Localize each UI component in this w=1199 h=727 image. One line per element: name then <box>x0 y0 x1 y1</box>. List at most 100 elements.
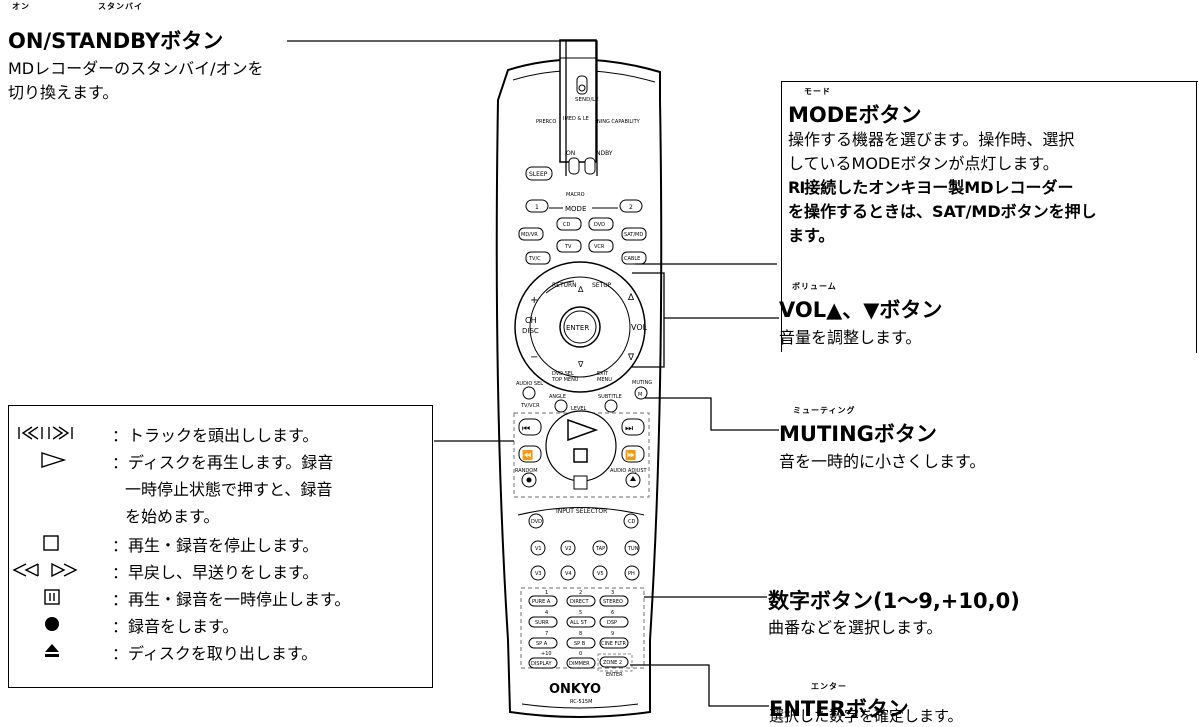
svg-text:CD: CD <box>628 519 635 525</box>
svg-text:ANGLE: ANGLE <box>549 394 566 400</box>
svg-text:ON: ON <box>566 150 575 157</box>
svg-text:TAP: TAP <box>595 546 605 552</box>
svg-text:AUDIO ADJUST: AUDIO ADJUST <box>610 468 648 474</box>
svg-text:9: 9 <box>611 631 614 637</box>
svg-text:DISPLAY: DISPLAY <box>531 661 552 667</box>
legend-row: ：再生・録音を停止します。 <box>9 530 419 556</box>
vol-ruby: ボリューム <box>792 282 837 291</box>
svg-text:NING CAPABILITY: NING CAPABILITY <box>597 119 641 125</box>
svg-text:V5: V5 <box>597 571 604 577</box>
muting-title: MUTINGボタン <box>779 422 937 446</box>
svg-text:M: M <box>638 392 642 398</box>
svg-text:SUBTITLE: SUBTITLE <box>598 394 622 400</box>
svg-text:DSP: DSP <box>607 620 617 626</box>
number-buttons[interactable]: 1 2 3 PURE A DIRECT STEREO 4 5 6 SURR AL… <box>528 590 629 669</box>
svg-text:IMED & LE: IMED & LE <box>563 116 589 122</box>
svg-text:∇: ∇ <box>627 353 635 363</box>
svg-text:TUN: TUN <box>627 546 639 552</box>
svg-text:V2: V2 <box>565 546 572 552</box>
svg-text:RC-515M: RC-515M <box>570 699 592 705</box>
svg-text:⏪: ⏪ <box>522 449 533 461</box>
on-standby-desc-1: MDレコーダーのスタンバイ/オンを <box>8 59 264 78</box>
input-selector-buttons[interactable]: DVD CD V1 V2 TAP TUN V3 V4 V5 PH <box>528 513 640 581</box>
svg-text:CINE FLTR: CINE FLTR <box>601 641 626 647</box>
svg-text:NDBY: NDBY <box>596 150 613 157</box>
mode-ruby: モード <box>804 87 831 96</box>
svg-text:⏮: ⏮ <box>522 424 530 434</box>
svg-text:2: 2 <box>629 204 633 211</box>
svg-text:STEREO: STEREO <box>603 599 623 605</box>
svg-text:SLEEP: SLEEP <box>529 171 548 178</box>
enter-desc: 選択した数字を確定します。 <box>769 707 963 725</box>
sleep-button[interactable] <box>525 166 553 181</box>
svg-text:DISC: DISC <box>522 327 539 335</box>
transport-buttons[interactable]: ⏮ ⏭ ⏪ ⏩ RANDOM AUDIO ADJUST <box>515 410 648 490</box>
rewind-ff-icons <box>12 562 78 578</box>
muting-desc: 音を一時的に小さくします。 <box>779 452 986 471</box>
vol-desc: 音量を調整します。 <box>779 328 922 347</box>
svg-text:PH: PH <box>628 571 635 577</box>
number-title: 数字ボタン(1〜9,+10,0) <box>768 589 1020 613</box>
svg-text:+: + <box>530 295 538 306</box>
svg-text:6: 6 <box>611 610 614 616</box>
svg-text:0: 0 <box>579 651 582 657</box>
svg-text:RANDOM: RANDOM <box>515 468 538 474</box>
mode-desc-2: しているMODEボタンが点灯します。 <box>788 154 1059 173</box>
svg-text:⏩: ⏩ <box>625 449 636 461</box>
svg-text:∆: ∆ <box>577 285 584 294</box>
number-desc: 曲番などを選択します。 <box>768 618 943 637</box>
muting-ruby: ミューティング <box>793 406 856 415</box>
enter-ruby: エンター <box>811 682 847 691</box>
svg-text:CD: CD <box>563 222 570 228</box>
svg-text:MUTING: MUTING <box>632 380 652 386</box>
on-standby-desc-2: 切り換えます。 <box>8 83 119 102</box>
legend-row: ：録音をします。 <box>9 611 419 637</box>
svg-text:ENTER: ENTER <box>566 324 589 332</box>
svg-text:5: 5 <box>579 610 582 616</box>
legend-row: 一時停止状態で押すと、録音 <box>125 480 333 499</box>
svg-text:DIMMER: DIMMER <box>569 661 590 667</box>
mode-callout-box <box>781 81 1198 352</box>
svg-text:SAT/MD: SAT/MD <box>624 232 643 238</box>
svg-text:1: 1 <box>535 204 539 211</box>
mode-note-3: ます。 <box>788 226 835 245</box>
svg-text:+10: +10 <box>541 651 552 657</box>
muting-button[interactable] <box>634 386 648 400</box>
ri-logo: RI <box>788 178 805 197</box>
standby-ruby: スタンバイ <box>98 2 143 11</box>
mode-note-1: RI接続したオンキヨー製MDレコーダー <box>788 178 1074 197</box>
svg-text:SP A: SP A <box>536 641 548 647</box>
stop-icon <box>43 535 59 551</box>
svg-text:PRERCO: PRERCO <box>536 119 556 125</box>
svg-text:∇: ∇ <box>577 360 584 369</box>
zone2-enter-button[interactable] <box>599 656 629 668</box>
svg-text:SETUP: SETUP <box>592 282 612 289</box>
svg-text:TV/VCR: TV/VCR <box>520 403 540 409</box>
svg-text:RETURN: RETURN <box>552 282 577 289</box>
svg-text:DVD: DVD <box>594 222 605 228</box>
svg-text:VOL: VOL <box>631 323 648 332</box>
svg-text:MACRO: MACRO <box>566 192 585 198</box>
brand-logo: ONKYO <box>549 682 601 697</box>
svg-text:PURE A: PURE A <box>532 599 551 605</box>
svg-text:V1: V1 <box>535 546 542 552</box>
svg-text:3: 3 <box>611 590 614 596</box>
pause-icon <box>44 589 60 605</box>
svg-text:V4: V4 <box>565 571 572 577</box>
svg-text:VCR: VCR <box>594 244 605 250</box>
svg-text:TV: TV <box>564 244 572 250</box>
record-icon <box>45 617 59 631</box>
mode-buttons[interactable]: MD/VR CD DVD SAT/MD TV/C TV VCR CABLE <box>518 217 647 265</box>
svg-text:MENU: MENU <box>597 377 612 383</box>
svg-text:V3: V3 <box>535 571 542 577</box>
svg-text:4: 4 <box>545 610 548 616</box>
svg-text:DIRECT: DIRECT <box>570 599 589 605</box>
svg-text:7: 7 <box>545 631 548 637</box>
callout-lines <box>287 40 779 707</box>
svg-text:INPUT SELECTOR: INPUT SELECTOR <box>556 508 607 515</box>
svg-text:CH: CH <box>525 316 537 325</box>
svg-text:MD/VR: MD/VR <box>521 232 538 238</box>
svg-text:SURR: SURR <box>535 620 549 626</box>
vol-title: VOL▲、▼ボタン <box>779 298 943 322</box>
